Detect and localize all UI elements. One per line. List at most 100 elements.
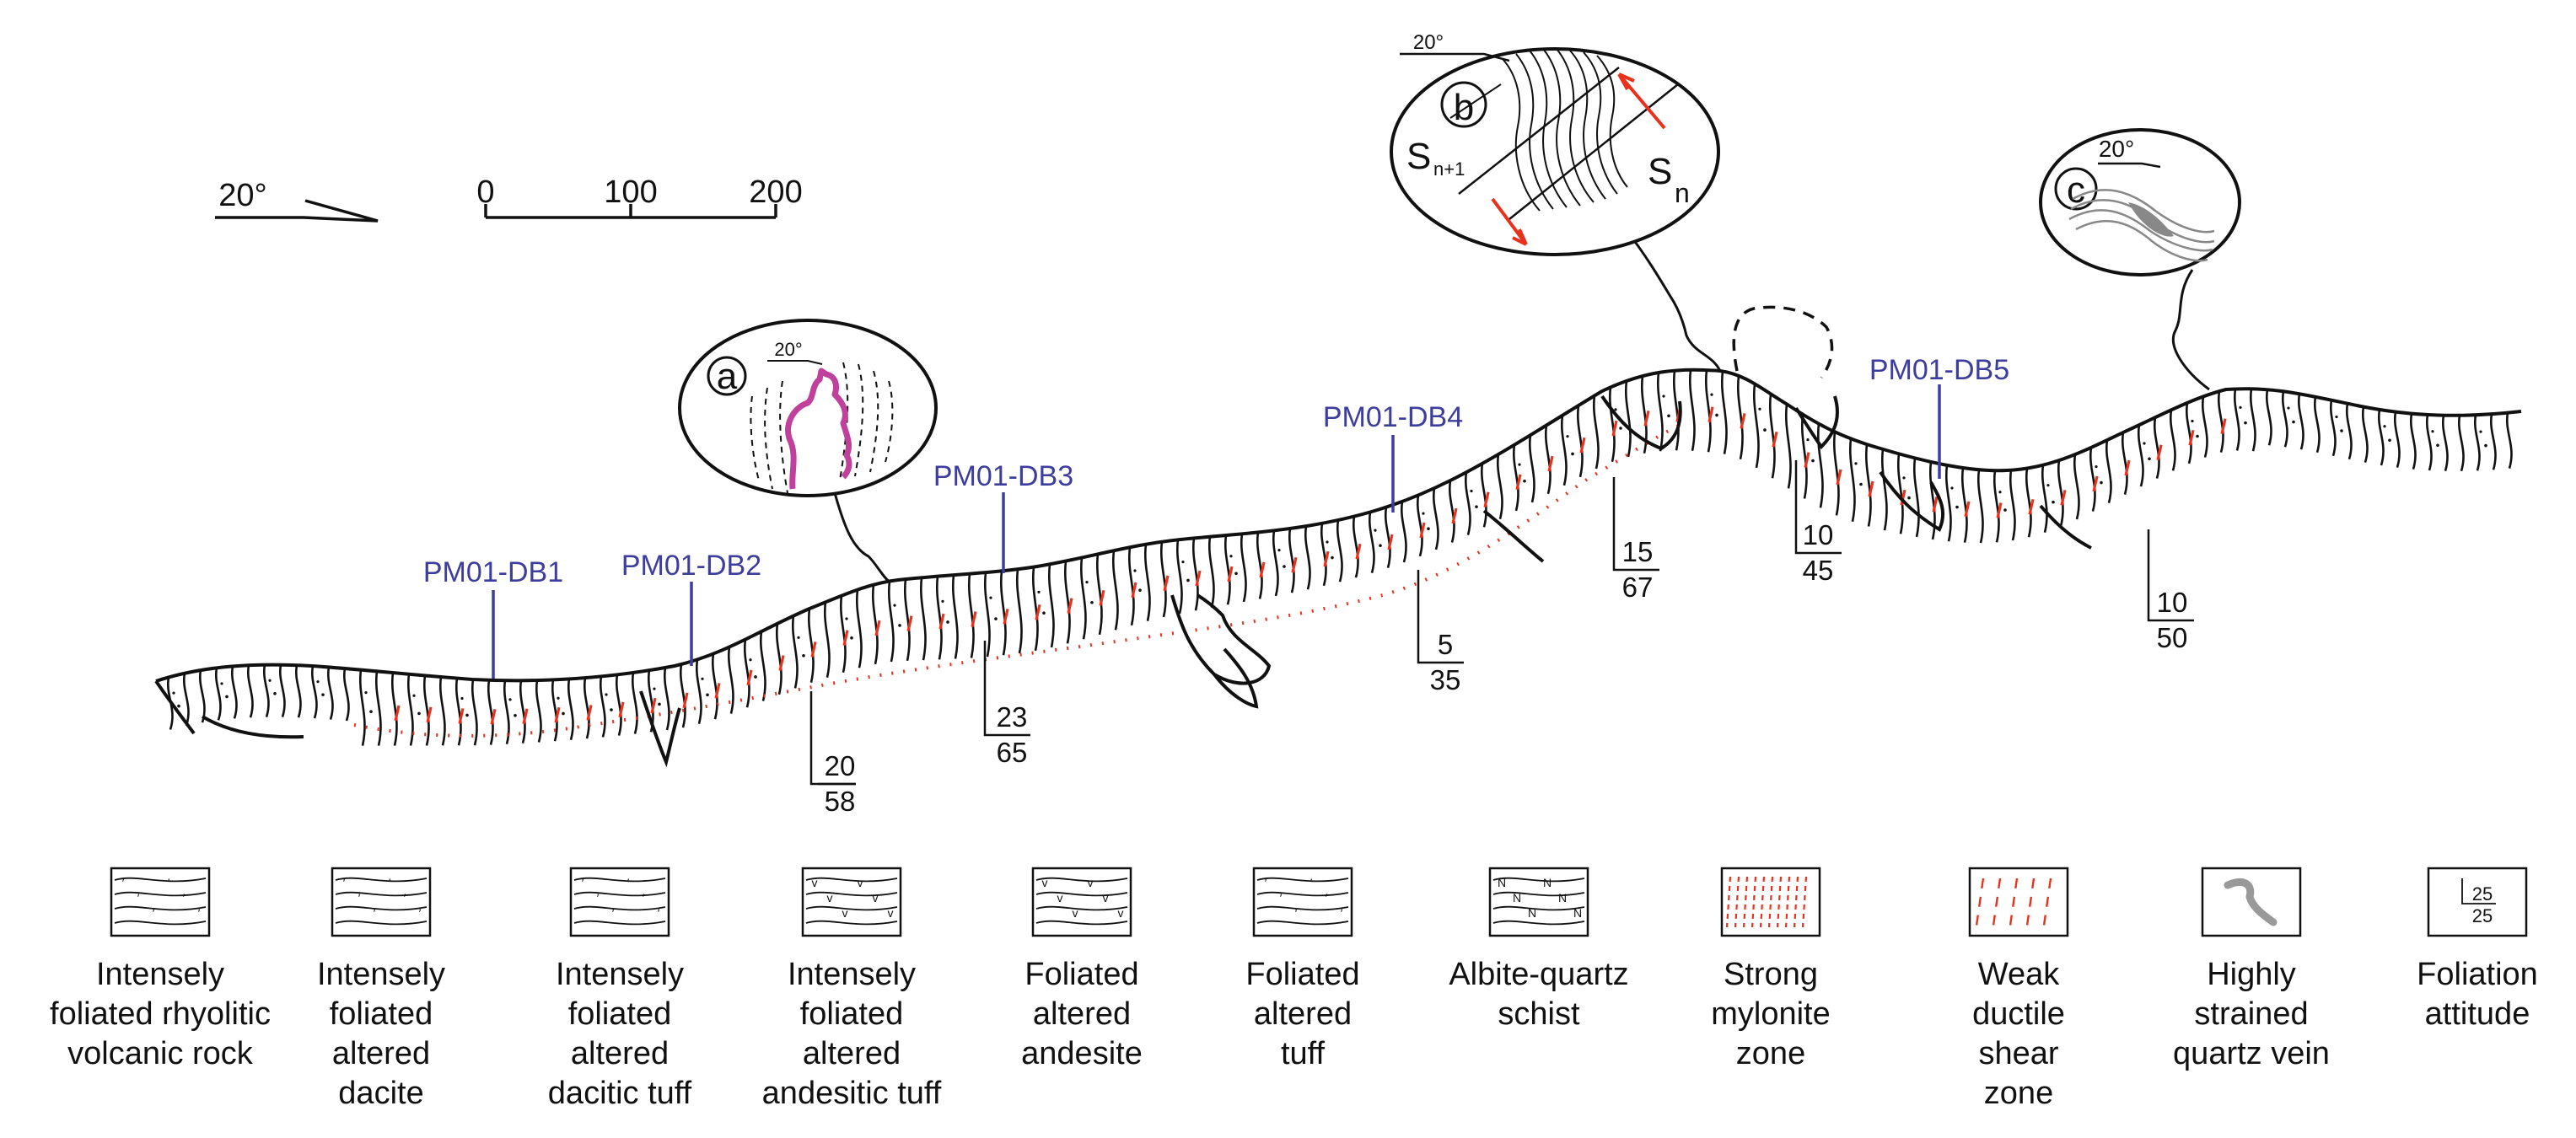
lithology-dot <box>2335 415 2338 419</box>
foliation-stroke <box>1272 530 1279 597</box>
attitude-6: 10 50 <box>2147 529 2194 653</box>
lithology-dot <box>1422 512 1425 515</box>
lithology-dot <box>1138 588 1142 592</box>
attitude-6-dir: 10 <box>2157 587 2188 618</box>
lithology-dot <box>273 691 277 695</box>
shear-mark <box>1932 496 1939 513</box>
foliation-stroke <box>2137 424 2144 487</box>
foliation-stroke <box>1513 444 1519 512</box>
foliation-stroke <box>2297 393 2304 450</box>
lithology-dot <box>460 696 464 701</box>
svg-text:N: N <box>1528 906 1536 920</box>
legend-label-line: mylonite <box>1711 996 1831 1032</box>
foliation-stroke <box>1641 375 1648 454</box>
lithology-dot <box>2191 419 2194 423</box>
lithology-dot <box>2340 429 2343 432</box>
foliation-stroke <box>744 639 750 708</box>
lithology-dot <box>802 653 805 658</box>
foliation-stroke <box>1400 501 1407 563</box>
lithology-dot <box>1955 505 1959 509</box>
legend-swatch-pattern: ′′′′′′ <box>573 876 666 926</box>
lithology-dot <box>1950 486 1954 490</box>
foliation-stroke <box>856 589 863 668</box>
foliation-stroke <box>1769 394 1776 479</box>
svg-text:′: ′ <box>1265 876 1267 889</box>
lithology-dot <box>850 636 853 640</box>
foliation-stroke <box>2009 470 2016 541</box>
foliation-stroke <box>439 676 446 746</box>
lithology-dot <box>941 599 944 603</box>
lithology-dot <box>1715 413 1718 417</box>
eroded-outline <box>1732 305 1834 379</box>
legend-label-line: altered <box>1033 996 1131 1032</box>
foliation-stroke <box>471 679 478 746</box>
foliation-hatching <box>166 369 2513 746</box>
foliation-stroke <box>1721 371 1728 454</box>
svg-text:′: ′ <box>1280 891 1283 904</box>
lower-lobe-7 <box>2039 504 2092 550</box>
foliation-stroke <box>246 664 254 718</box>
foliation-stroke <box>1689 369 1696 451</box>
foliation-stroke <box>1416 495 1423 557</box>
lithology-dot <box>465 713 469 717</box>
legend-label-line: Foliation <box>2417 957 2538 992</box>
lithology-dot <box>220 682 223 685</box>
foliation-stroke <box>1432 487 1439 550</box>
legend-label-line: tuff <box>1281 1036 1326 1071</box>
legend-label-line: altered <box>571 1036 669 1071</box>
shear-mark <box>778 655 785 671</box>
foliation-stroke <box>2361 406 2369 463</box>
inset-b-angle: 20° <box>1413 31 1444 54</box>
lithology-dot <box>1614 408 1617 411</box>
svg-text:′: ′ <box>137 891 140 904</box>
shear-mark <box>938 613 945 630</box>
shear-zone-base <box>353 420 1687 738</box>
foliation-stroke <box>1833 432 1840 516</box>
legend-label-line: dacitic tuff <box>548 1076 692 1111</box>
foliation-stroke <box>198 669 206 723</box>
shear-mark <box>618 701 625 718</box>
foliation-stroke <box>696 659 702 724</box>
lithology-dot <box>754 675 757 679</box>
lithology-dot <box>177 704 180 708</box>
lithology-dot <box>1042 611 1046 615</box>
legend-label-line: foliated <box>800 996 904 1032</box>
legend-label-line: Intensely <box>556 957 684 992</box>
foliation-stroke <box>2473 415 2481 471</box>
foliation-stroke <box>1464 471 1471 535</box>
foliation-stroke <box>1801 414 1808 499</box>
foliation-stroke <box>1881 448 1888 531</box>
shear-mark <box>458 708 465 724</box>
lithology-dot <box>706 693 709 697</box>
foliation-stroke <box>1961 467 1968 543</box>
foliation-stroke <box>968 573 975 658</box>
svg-text:v: v <box>827 891 833 904</box>
foliation-stroke <box>2105 439 2112 503</box>
lithology-dot <box>2484 443 2487 448</box>
foliation-stroke <box>2281 391 2288 448</box>
foliation-stroke <box>952 575 959 659</box>
shear-mark <box>1099 589 1105 606</box>
legend-item-andesitic-tuff: vvvvvvIntenselyfoliatedalteredandesitic … <box>762 867 942 1111</box>
foliation-stroke <box>1128 547 1135 626</box>
lower-boundary-left <box>154 679 304 739</box>
foliation-stroke <box>2185 402 2192 464</box>
legend-swatch-pattern <box>1975 878 2052 926</box>
foliation-stroke <box>1160 541 1167 618</box>
lithology-dot <box>1379 544 1382 547</box>
shear-mark <box>1707 406 1714 423</box>
svg-text:N: N <box>1573 906 1582 920</box>
orientation-indicator: 20° <box>215 178 379 223</box>
foliation-stroke <box>1977 470 1984 544</box>
shear-mark <box>1035 604 1041 620</box>
svg-text:′: ′ <box>198 906 201 920</box>
foliation-stroke <box>2425 414 2433 471</box>
shear-mark <box>586 705 593 721</box>
lithology-dot <box>989 596 992 599</box>
legend-label-line: ductile <box>1972 996 2065 1032</box>
foliation-stroke <box>1256 532 1263 599</box>
